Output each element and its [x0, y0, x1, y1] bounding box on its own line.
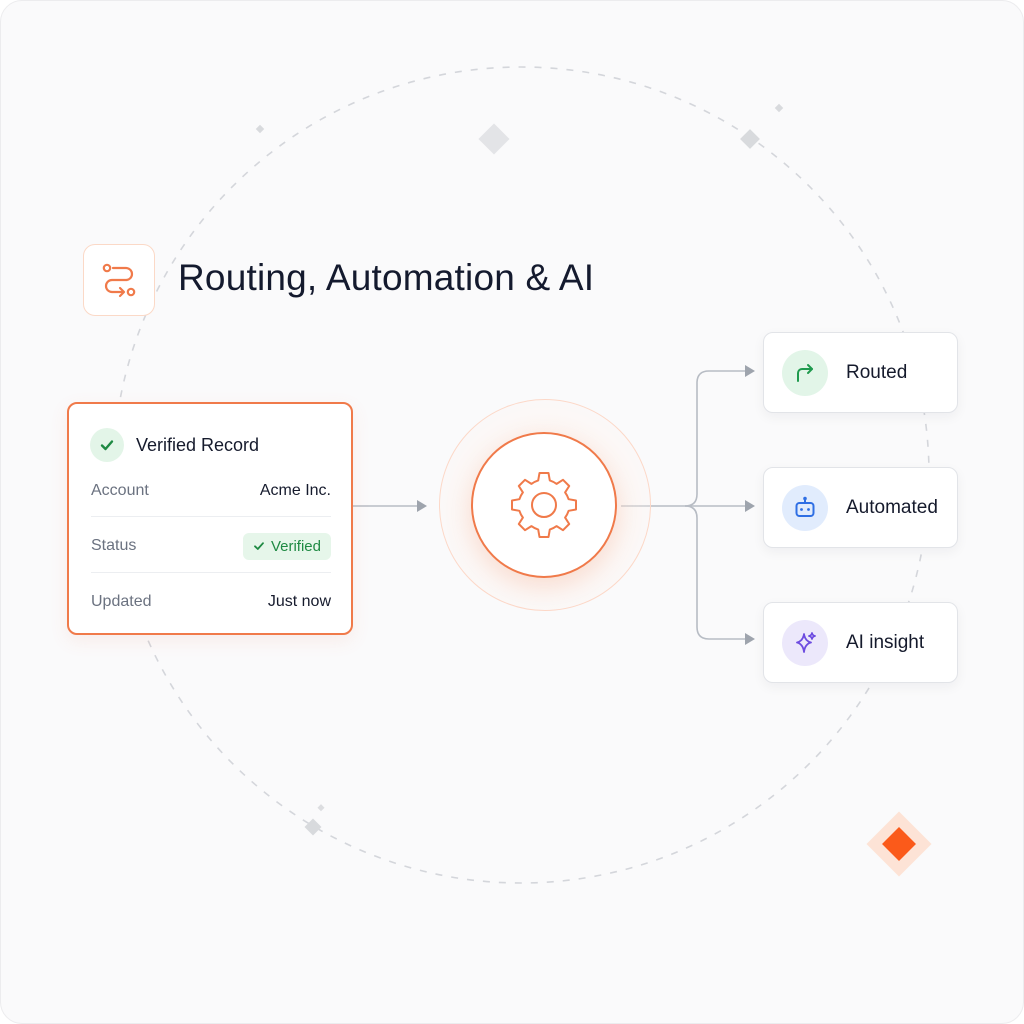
record-row-updated: Updated Just now — [91, 574, 331, 630]
status-badge: Verified — [242, 532, 331, 560]
check-icon — [90, 428, 124, 462]
row-divider — [91, 516, 331, 517]
row-value: Just now — [267, 593, 331, 610]
record-row-account: Account Acme Inc. — [91, 463, 331, 519]
decor-diamond-large — [478, 123, 510, 155]
sparkle-icon — [782, 619, 828, 666]
output-label: AI insight — [846, 631, 925, 653]
processing-hub — [471, 432, 617, 578]
row-divider — [91, 572, 331, 573]
arrow-turn-right-icon — [782, 349, 828, 396]
decor-diamond-small — [740, 129, 760, 149]
connector-lines — [353, 370, 745, 640]
page-title: Routing, Automation & AI — [178, 257, 595, 298]
output-card-automated: Automated — [763, 467, 958, 548]
output-label: Automated — [846, 496, 938, 518]
output-label: Routed — [846, 361, 908, 383]
row-value: Acme Inc. — [259, 482, 331, 499]
row-label: Account — [91, 482, 149, 499]
connector-arrowheads — [417, 365, 755, 645]
row-label: Updated — [91, 593, 152, 610]
decor-dot — [317, 804, 325, 812]
decor-dot — [255, 124, 265, 134]
check-icon — [254, 542, 264, 550]
row-label: Status — [91, 537, 137, 554]
robot-icon — [782, 484, 828, 531]
output-card-ai-insight: AI insight — [763, 602, 958, 683]
route-icon — [83, 244, 155, 316]
output-card-routed: Routed — [763, 332, 958, 413]
record-row-status: Status Verified — [91, 518, 331, 574]
status-badge-label: Verified — [270, 537, 321, 555]
decor-diamond-small — [304, 818, 322, 836]
verified-record-card: Verified Record Account Acme Inc. Status… — [67, 402, 353, 635]
gear-icon — [511, 472, 577, 538]
record-title: Verified Record — [136, 434, 260, 455]
accent-diamond — [882, 827, 916, 861]
decor-dot — [774, 103, 784, 113]
